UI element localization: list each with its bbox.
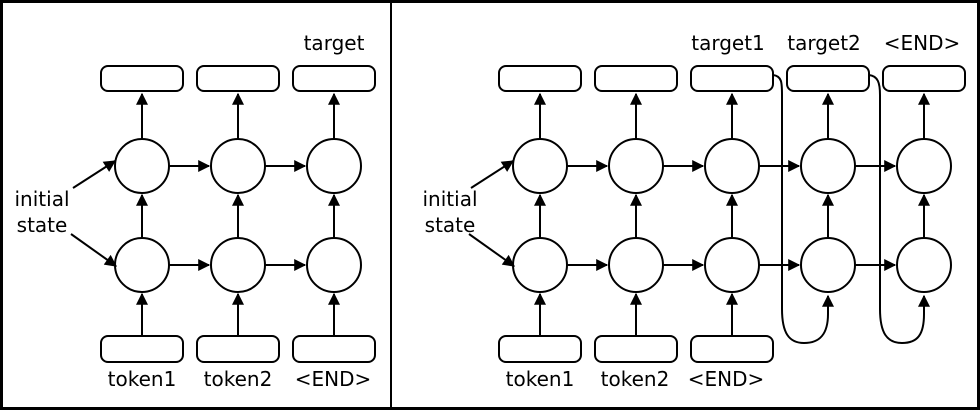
input-box: [594, 335, 678, 363]
output-label-target2: target2: [787, 31, 861, 55]
left-panel-graphics: [70, 65, 376, 363]
input-label-token1: token1: [107, 367, 177, 391]
input-box: [292, 335, 376, 363]
initial-state-line2: state: [424, 213, 476, 237]
rnn-cell: [800, 138, 856, 194]
output-box: [292, 65, 376, 92]
output-box: [498, 65, 582, 92]
feedback-curve: [772, 74, 834, 345]
rnn-cell: [512, 138, 568, 194]
rnn-cell: [608, 237, 664, 293]
rnn-cell: [896, 138, 952, 194]
rnn-cell: [114, 138, 170, 194]
initial-state-line1: initial: [422, 187, 478, 211]
rnn-cell: [704, 138, 760, 194]
input-label-end: <END>: [687, 367, 765, 391]
input-box: [690, 335, 774, 363]
input-label-token2: token2: [600, 367, 670, 391]
output-label-target: target: [303, 31, 365, 55]
rnn-cell: [210, 138, 266, 194]
output-label-target1: target1: [691, 31, 765, 55]
input-label-token1: token1: [505, 367, 575, 391]
initial-state-label: initial state: [15, 186, 70, 238]
initial-state-line1: initial: [14, 187, 70, 211]
rnn-cell: [114, 237, 170, 293]
rnn-cell: [896, 237, 952, 293]
initial-state-line2: state: [16, 213, 68, 237]
arrow-initial-state: [70, 233, 117, 267]
rnn-cell: [800, 237, 856, 293]
input-box: [100, 335, 184, 363]
input-box: [498, 335, 582, 363]
diagram-canvas: [70, 65, 966, 363]
rnn-cell: [306, 138, 362, 194]
feedback-curve: [868, 74, 930, 345]
output-box: [882, 65, 966, 92]
output-box: [786, 65, 870, 92]
rnn-cell: [306, 237, 362, 293]
input-label-token2: token2: [203, 367, 273, 391]
input-label-end: <END>: [294, 367, 372, 391]
input-box: [196, 335, 280, 363]
arrow-initial-state: [470, 160, 515, 189]
output-box: [100, 65, 184, 92]
output-box: [196, 65, 280, 92]
output-box: [594, 65, 678, 92]
rnn-cell: [512, 237, 568, 293]
rnn-cell: [704, 237, 760, 293]
panel-divider: [390, 3, 392, 407]
arrow-initial-state: [468, 233, 515, 267]
rnn-cell: [608, 138, 664, 194]
arrow-initial-state: [72, 160, 117, 189]
initial-state-label: initial state: [423, 186, 478, 238]
rnn-cell: [210, 237, 266, 293]
output-box: [690, 65, 774, 92]
right-panel-graphics: [468, 65, 966, 363]
output-label-end: <END>: [883, 31, 961, 55]
